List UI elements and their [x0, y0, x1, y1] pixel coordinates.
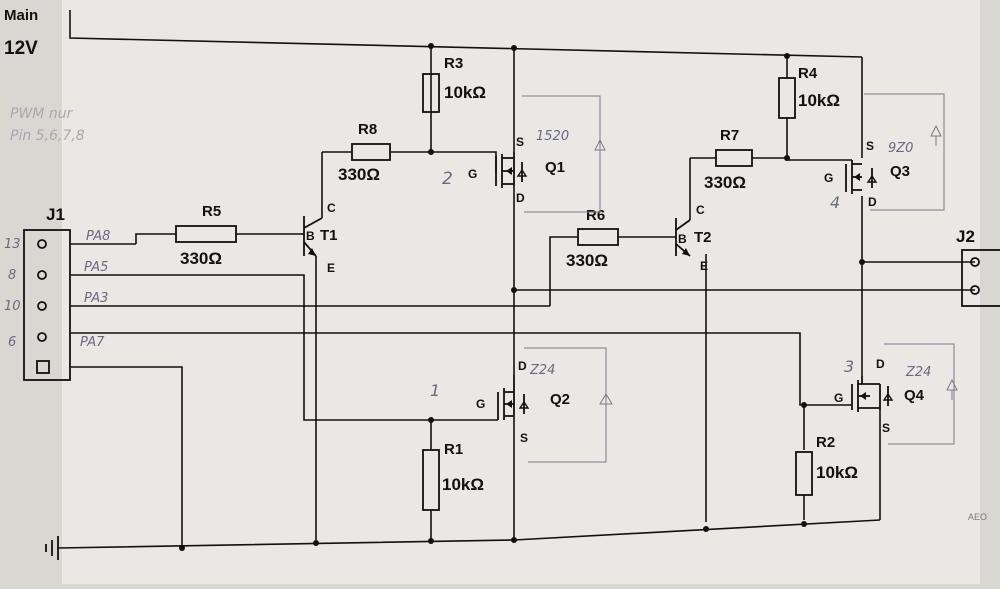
q2-diode-sketch [599, 393, 613, 414]
transistor-t1: C B E T1 [300, 201, 338, 275]
svg-text:Q4: Q4 [904, 387, 925, 404]
svg-text:S: S [866, 139, 874, 153]
j1-pin-8: 8 [8, 268, 16, 283]
svg-text:G: G [834, 391, 843, 405]
pwm-note-line1: PWM nur [10, 106, 74, 122]
pwm-note-line2: Pin 5,6,7,8 [10, 128, 85, 144]
j1-pin-13: 13 [4, 237, 21, 252]
ground-symbol [45, 536, 59, 560]
svg-text:G: G [468, 167, 477, 181]
svg-text:D: D [868, 195, 877, 209]
q3-part-note: 9Z0 [888, 141, 913, 156]
main-12v-rail [69, 10, 863, 58]
resistor-r3: R3 10kΩ [422, 55, 486, 113]
resistor-r7: R7 330Ω [704, 127, 753, 192]
svg-text:B: B [306, 229, 315, 243]
svg-text:Q3: Q3 [890, 163, 910, 180]
j2-label: J2 [956, 227, 975, 246]
pa7-note: PA7 [80, 335, 105, 350]
svg-text:E: E [700, 259, 708, 273]
connector-j1: J1 13 8 10 6 [4, 205, 71, 381]
q1-diode-sketch [594, 138, 606, 160]
pa7-line-to-q4-gate [70, 332, 852, 406]
resistor-r2: R2 10kΩ [795, 434, 858, 496]
j1-pin-10: 10 [4, 299, 21, 314]
svg-text:S: S [520, 431, 528, 445]
mosfet-q4: D G S Q4 [834, 357, 925, 435]
q1-part-note: 1520 [536, 129, 569, 144]
q2-number-note: 1 [430, 381, 440, 400]
q3-diode-sketch [930, 124, 942, 146]
q4-number-note: 3 [844, 357, 854, 376]
mosfet-q3: S G D Q3 [824, 139, 910, 209]
svg-text:C: C [327, 201, 336, 215]
svg-text:G: G [824, 171, 833, 185]
svg-text:10kΩ: 10kΩ [442, 475, 484, 494]
svg-text:D: D [876, 357, 885, 371]
svg-text:10kΩ: 10kΩ [798, 91, 840, 110]
q1-number-note: 2 [442, 169, 453, 189]
power-label-voltage: 12V [4, 38, 38, 59]
wiring [57, 10, 975, 549]
q4-diode-sketch [946, 378, 958, 400]
svg-text:G: G [476, 397, 485, 411]
svg-text:D: D [518, 359, 527, 373]
svg-text:330Ω: 330Ω [704, 173, 746, 192]
svg-text:330Ω: 330Ω [566, 251, 608, 270]
transistor-t2: C B E T2 [675, 203, 712, 273]
svg-text:R5: R5 [202, 203, 221, 220]
q3-pencil-box [864, 93, 945, 211]
resistor-r8: R8 330Ω [338, 121, 391, 184]
svg-text:R7: R7 [720, 127, 739, 144]
svg-text:B: B [678, 232, 687, 246]
j1-ground-line [70, 366, 183, 548]
svg-text:R1: R1 [444, 441, 463, 458]
resistor-r1: R1 10kΩ [422, 441, 484, 511]
pa5-note: PA5 [84, 260, 108, 275]
svg-text:10kΩ: 10kΩ [816, 463, 858, 482]
mosfet-q2: D G S Q2 [476, 359, 570, 445]
svg-text:10kΩ: 10kΩ [444, 83, 486, 102]
svg-text:E: E [327, 261, 335, 275]
svg-text:C: C [696, 203, 705, 217]
pa3-to-r6 [549, 236, 578, 306]
svg-text:T1: T1 [320, 227, 338, 244]
connector-j2: J2 [956, 227, 1000, 307]
svg-text:D: D [516, 191, 525, 205]
q2-part-note: Z24 [529, 363, 555, 378]
junction-dots [179, 43, 865, 551]
pencil-annotations: PWM nur Pin 5,6,7,8 PA8 PA5 PA3 PA7 1520… [10, 93, 958, 463]
svg-text:R4: R4 [798, 65, 818, 82]
power-label-main: Main [4, 7, 38, 24]
svg-text:T2: T2 [694, 229, 712, 246]
svg-text:R2: R2 [816, 434, 835, 451]
paper-sheet [62, 0, 980, 584]
j1-label: J1 [46, 205, 65, 224]
q4-part-note: Z24 [905, 365, 931, 380]
resistor-r4: R4 10kΩ [778, 65, 840, 119]
svg-text:S: S [516, 135, 524, 149]
corner-mark: AEO [968, 512, 987, 522]
mosfet-q1: S G D Q1 [468, 135, 565, 205]
pa5-line-to-q2-gate [70, 274, 498, 421]
pa3-note: PA3 [84, 291, 108, 306]
svg-text:330Ω: 330Ω [338, 165, 380, 184]
q3-number-note: 4 [830, 193, 840, 212]
svg-text:R3: R3 [444, 55, 463, 72]
j1-pin-6: 6 [8, 335, 16, 350]
pa8-to-r5 [135, 233, 176, 244]
svg-text:Q2: Q2 [550, 391, 570, 408]
svg-text:330Ω: 330Ω [180, 249, 222, 268]
pa8-note: PA8 [86, 229, 110, 244]
svg-text:S: S [882, 421, 890, 435]
svg-text:R8: R8 [358, 121, 377, 138]
resistor-r5: R5 330Ω [175, 203, 237, 268]
svg-text:Q1: Q1 [545, 159, 565, 176]
q4-pencil-box [884, 343, 955, 445]
svg-text:R6: R6 [586, 207, 605, 224]
